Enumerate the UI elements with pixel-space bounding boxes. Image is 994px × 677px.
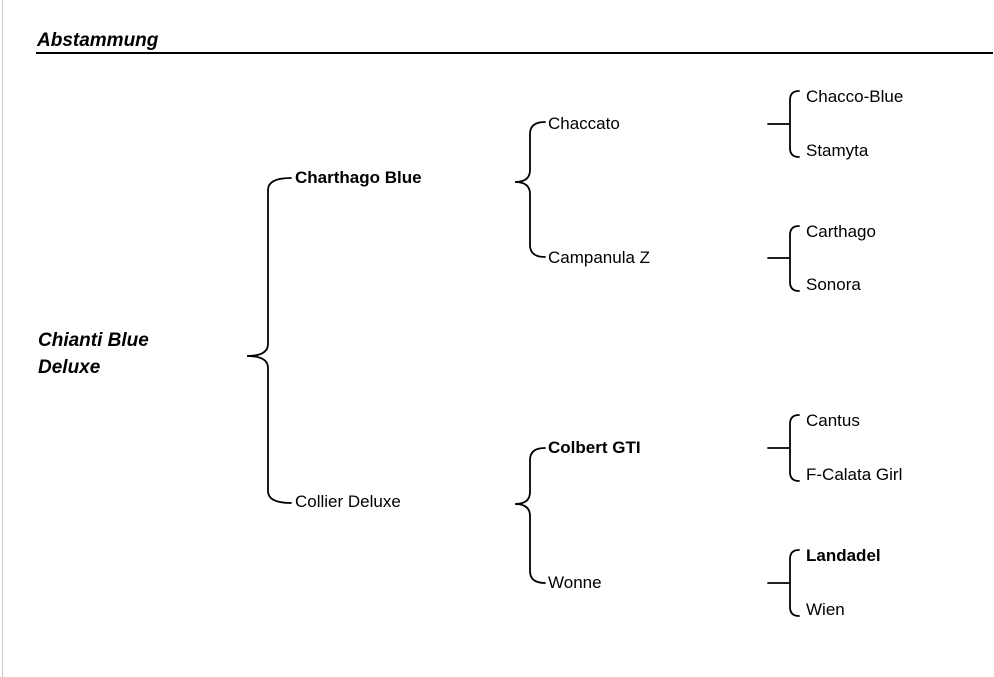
page-left-border bbox=[2, 0, 3, 677]
node-dam: Collier Deluxe bbox=[295, 492, 401, 511]
page-title: Abstammung bbox=[37, 30, 159, 51]
node-subject: Chianti Blue Deluxe bbox=[38, 330, 149, 378]
node-sire-dam: Campanula Z bbox=[548, 248, 651, 267]
brace-root bbox=[246, 177, 292, 504]
node-sire-dam-dam: Sonora bbox=[806, 275, 861, 294]
bracket-sire-dam bbox=[767, 225, 800, 292]
node-sire-sire-dam: Stamyta bbox=[806, 141, 869, 160]
brace-sire bbox=[514, 121, 546, 258]
node-dam-dam-sire: Landadel bbox=[806, 546, 881, 565]
node-dam-sire: Colbert GTI bbox=[548, 438, 641, 457]
bracket-dam-sire bbox=[767, 414, 800, 482]
bracket-sire-sire bbox=[767, 90, 800, 158]
node-dam-dam-dam: Wien bbox=[806, 600, 845, 619]
bracket-dam-dam bbox=[767, 549, 800, 617]
node-sire-sire-sire: Chacco-Blue bbox=[806, 87, 904, 106]
node-dam-sire-dam: F-Calata Girl bbox=[806, 465, 903, 484]
node-sire: Charthago Blue bbox=[295, 168, 422, 187]
node-sire-dam-sire: Carthago bbox=[806, 222, 876, 241]
brace-dam bbox=[514, 447, 546, 584]
title-underline bbox=[36, 52, 993, 54]
node-sire-sire: Chaccato bbox=[548, 114, 620, 133]
node-dam-sire-sire: Cantus bbox=[806, 411, 860, 430]
node-dam-dam: Wonne bbox=[548, 573, 602, 592]
